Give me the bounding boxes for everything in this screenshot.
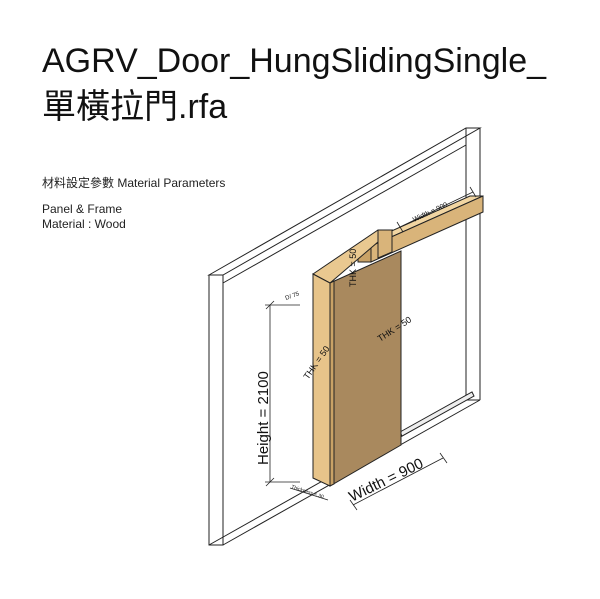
material-parameters-heading: 材料設定參數 Material Parameters (42, 176, 226, 190)
material-value-label: Material : Wood (42, 217, 126, 231)
track-beam (357, 195, 484, 263)
height-dimension-label: Height = 2100 (255, 371, 272, 465)
panel-frame-label: Panel & Frame (42, 202, 123, 216)
floor-guide (399, 391, 475, 437)
family-title-line-1: AGRV_Door_HungSlidingSingle_ (42, 42, 547, 80)
dimension-lines (265, 186, 477, 511)
door-frame-post (312, 273, 335, 487)
offset-dimension-label: D/ 75 (285, 291, 301, 302)
track-thickness-label: THK = 50 (348, 249, 358, 287)
thickness-dimension-label: Thickness = 30 (290, 484, 324, 500)
family-title-line-2: 單橫拉門.rfa (42, 88, 228, 126)
